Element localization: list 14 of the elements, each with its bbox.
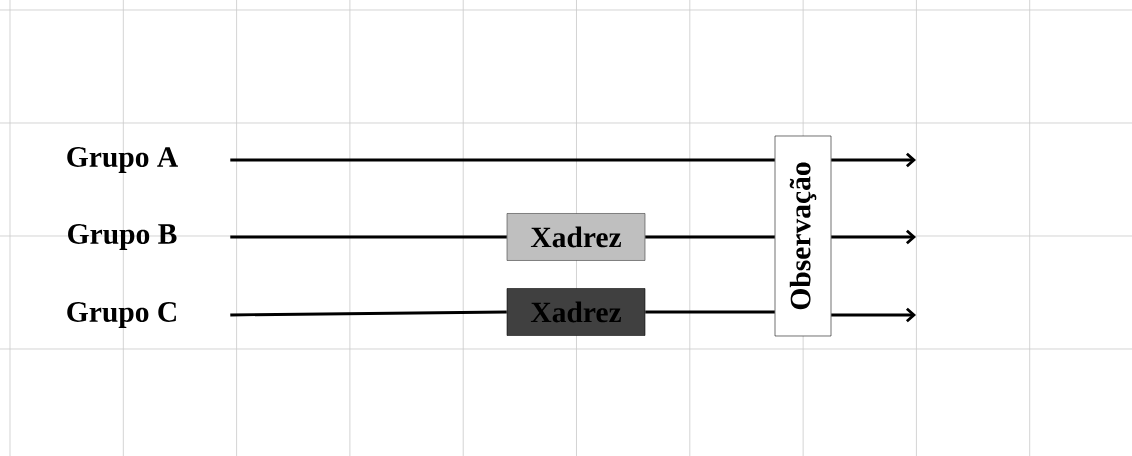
arrow (831, 152, 916, 168)
arrow (831, 307, 916, 323)
activity-box: Xadrez (506, 213, 646, 261)
activity-box: Xadrez (506, 288, 646, 336)
group-label: Grupo A (67, 147, 178, 173)
group-label: Grupo C (67, 302, 176, 328)
arrow (831, 229, 916, 245)
connector-line (645, 235, 775, 239)
connector-line (230, 158, 775, 162)
connector-line (230, 310, 507, 317)
observation-box: Observação (774, 135, 832, 337)
connector-line (645, 310, 775, 314)
connector-line (230, 235, 507, 239)
group-label: Grupo B (68, 224, 177, 250)
